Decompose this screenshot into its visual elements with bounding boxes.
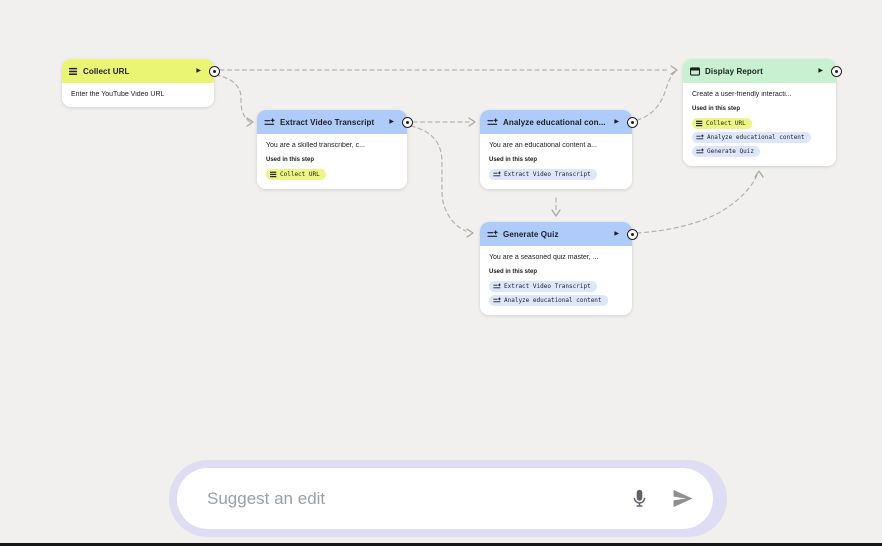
output-port-icon[interactable] bbox=[209, 65, 220, 77]
output-port-icon[interactable] bbox=[627, 228, 638, 240]
node-generate-quiz[interactable]: Generate Quiz ▶ You are a seasoned quiz … bbox=[480, 222, 638, 315]
node-analyze-educational-content[interactable]: Analyze educational con... ▶ You are an … bbox=[480, 110, 638, 189]
edge-quiz-to-display bbox=[636, 174, 758, 234]
node-description: Enter the YouTube Video URL bbox=[71, 91, 165, 98]
node-body: Enter the YouTube Video URL bbox=[62, 83, 214, 107]
used-in-step-label: Used in this step bbox=[266, 157, 315, 163]
prompt-icon bbox=[493, 171, 501, 177]
arrowhead-into-extract bbox=[246, 117, 254, 127]
text-lines-icon bbox=[69, 67, 78, 76]
node-description: Create a user-friendly interacti... bbox=[692, 91, 792, 98]
text-lines-icon bbox=[696, 120, 703, 127]
prompt-icon bbox=[493, 297, 501, 303]
run-step-icon[interactable]: ▶ bbox=[614, 119, 619, 125]
edge-collect-to-extract bbox=[215, 74, 251, 123]
node-body: Create a user-friendly interacti... Used… bbox=[683, 83, 836, 166]
node-title: Extract Video Transcript bbox=[280, 117, 375, 127]
run-step-icon[interactable]: ▶ bbox=[196, 68, 201, 74]
run-step-icon[interactable]: ▶ bbox=[389, 119, 394, 125]
arrowhead-into-quiz-top bbox=[551, 209, 561, 217]
output-port-icon[interactable] bbox=[402, 116, 413, 128]
node-header[interactable]: Display Report ▶ bbox=[683, 59, 836, 83]
edge-extract-to-quiz bbox=[410, 125, 467, 232]
arrowhead-into-display-left bbox=[670, 65, 678, 75]
input-chips: Collect URL bbox=[266, 169, 398, 180]
output-port-icon[interactable] bbox=[831, 65, 842, 77]
send-icon[interactable] bbox=[666, 482, 699, 515]
arrowhead-into-analyze bbox=[468, 117, 476, 127]
run-step-icon[interactable]: ▶ bbox=[818, 68, 823, 74]
node-collect-url[interactable]: Collect URL ▶ Enter the YouTube Video UR… bbox=[62, 59, 220, 107]
node-extract-video-transcript[interactable]: Extract Video Transcript ▶ You are a ski… bbox=[257, 110, 413, 189]
chip-extract-video-transcript[interactable]: Extract Video Transcript bbox=[489, 169, 597, 180]
input-chips: Extract Video Transcript Analyze educati… bbox=[489, 281, 623, 306]
edit-suggestion-bar bbox=[169, 460, 727, 537]
chip-analyze-educational-content[interactable]: Analyze educational content bbox=[692, 132, 811, 143]
chip-label: Extract Video Transcript bbox=[504, 171, 591, 178]
chip-label: Generate Quiz bbox=[707, 148, 754, 155]
window-bottom-edge bbox=[0, 543, 882, 550]
node-display-report[interactable]: Display Report ▶ Create a user-friendly … bbox=[683, 59, 842, 166]
node-title: Analyze educational con... bbox=[503, 117, 606, 127]
display-icon bbox=[690, 66, 700, 76]
node-header[interactable]: Collect URL ▶ bbox=[62, 59, 214, 83]
node-body: You are a skilled transcriber, c... Used… bbox=[257, 134, 407, 189]
chip-label: Extract Video Transcript bbox=[504, 283, 591, 290]
node-header[interactable]: Analyze educational con... ▶ bbox=[480, 110, 632, 134]
chip-label: Analyze educational content bbox=[504, 297, 602, 304]
prompt-icon bbox=[264, 117, 275, 127]
node-title: Display Report bbox=[705, 66, 763, 76]
node-description: You are a skilled transcriber, c... bbox=[266, 142, 365, 149]
arrowhead-into-display-bottom bbox=[754, 170, 764, 178]
prompt-icon bbox=[493, 283, 501, 289]
input-chips: Extract Video Transcript bbox=[489, 169, 623, 180]
node-body: You are an educational content a... Used… bbox=[480, 134, 632, 189]
node-title: Generate Quiz bbox=[503, 229, 559, 239]
edge-analyze-to-display bbox=[636, 71, 676, 121]
microphone-icon[interactable] bbox=[625, 484, 654, 513]
chip-collect-url[interactable]: Collect URL bbox=[266, 169, 326, 180]
node-description: You are a seasoned quiz master, ... bbox=[489, 254, 599, 261]
node-body: You are a seasoned quiz master, ... Used… bbox=[480, 246, 632, 315]
chip-analyze-educational-content[interactable]: Analyze educational content bbox=[489, 295, 608, 306]
node-header[interactable]: Extract Video Transcript ▶ bbox=[257, 110, 407, 134]
output-port-icon[interactable] bbox=[627, 116, 638, 128]
chip-label: Collect URL bbox=[706, 120, 746, 127]
chip-collect-url[interactable]: Collect URL bbox=[692, 118, 752, 129]
node-title: Collect URL bbox=[83, 66, 130, 76]
node-header[interactable]: Generate Quiz ▶ bbox=[480, 222, 632, 246]
run-step-icon[interactable]: ▶ bbox=[614, 231, 619, 237]
used-in-step-label: Used in this step bbox=[489, 269, 538, 275]
prompt-icon bbox=[696, 134, 704, 140]
text-lines-icon bbox=[270, 171, 277, 178]
suggest-edit-input[interactable] bbox=[205, 487, 613, 510]
input-chips: Collect URL Analyze educational content … bbox=[692, 118, 827, 157]
prompt-icon bbox=[696, 148, 704, 154]
edit-suggestion-inner[interactable] bbox=[177, 468, 713, 529]
arrowhead-into-quiz-left bbox=[466, 228, 474, 238]
used-in-step-label: Used in this step bbox=[489, 157, 538, 163]
chip-label: Collect URL bbox=[280, 171, 320, 178]
prompt-icon bbox=[487, 229, 498, 239]
prompt-icon bbox=[487, 117, 498, 127]
chip-label: Analyze educational content bbox=[707, 134, 805, 141]
used-in-step-label: Used in this step bbox=[692, 106, 741, 112]
node-description: You are an educational content a... bbox=[489, 142, 597, 149]
chip-generate-quiz[interactable]: Generate Quiz bbox=[692, 146, 760, 157]
chip-extract-video-transcript[interactable]: Extract Video Transcript bbox=[489, 281, 597, 292]
